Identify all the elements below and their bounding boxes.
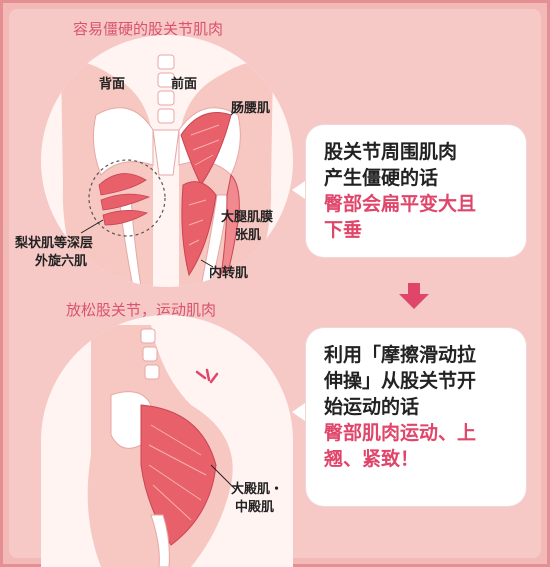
tfl-muscle bbox=[220, 173, 240, 276]
label-tfl-2: 张肌 bbox=[235, 228, 262, 243]
hip-muscles-drawing bbox=[61, 54, 273, 287]
callout-bottom: 利用「摩擦滑动拉 伸操」从股关节开 始运动的话 臀部肌肉运动、上 翘、紧致！ bbox=[306, 328, 526, 506]
label-front: 前面 bbox=[171, 77, 198, 92]
label-adductor: 内转肌 bbox=[209, 266, 249, 281]
deep-rotators-highlight bbox=[88, 159, 166, 237]
spine bbox=[152, 54, 180, 176]
pelvis-left bbox=[92, 107, 154, 176]
callout-top-line2: 产生僵硬的话 bbox=[324, 167, 439, 189]
callout-bottom-line3: 始运动的话 bbox=[324, 396, 420, 418]
leader-lines bbox=[80, 104, 242, 268]
callout-bottom-line5: 翘、紧致！ bbox=[324, 448, 420, 470]
label-iliopsoas: 肠腰肌 bbox=[231, 101, 271, 116]
label-gluteus-1: 大殿肌・ bbox=[231, 482, 284, 497]
arrow-down-icon bbox=[399, 283, 429, 309]
callout-top-tail bbox=[292, 179, 308, 201]
callout-bottom-line1: 利用「摩擦滑动拉 bbox=[324, 344, 477, 366]
hip-muscles-illustration bbox=[41, 35, 293, 287]
top-section-title: 容易僵硬的股关节肌肉 bbox=[73, 20, 224, 38]
label-back: 背面 bbox=[99, 77, 126, 92]
bottom-section-title: 放松股关节，运动肌肉 bbox=[66, 301, 217, 319]
gluteus-leader-line bbox=[210, 464, 237, 491]
gluteus-fibers bbox=[148, 424, 207, 521]
motion-lines-icon bbox=[195, 368, 219, 384]
gluteus-illustration bbox=[41, 315, 293, 567]
label-tfl-1: 大腿肌膜 bbox=[221, 210, 274, 225]
callout-top-line3: 臀部会扁平变大且 bbox=[324, 193, 477, 215]
callout-top-line1: 股关节周围肌肉 bbox=[324, 141, 458, 163]
label-gluteus-2: 中殿肌 bbox=[235, 500, 275, 515]
callout-bottom-line2: 伸操」从股关节开 bbox=[324, 370, 477, 392]
label-piriformis-2: 外旋六肌 bbox=[35, 254, 88, 269]
gluteus-muscle bbox=[140, 404, 217, 546]
side-femur bbox=[150, 514, 170, 567]
iliopsoas-muscle bbox=[180, 112, 232, 186]
deep-rotators bbox=[98, 173, 151, 226]
label-piriformis-1: 梨状肌等深层 bbox=[15, 236, 94, 251]
callout-bottom-line4: 臀部肌肉运动、上 bbox=[324, 422, 477, 444]
muscle-fibers bbox=[188, 124, 220, 246]
gluteus-drawing bbox=[87, 325, 237, 567]
callout-top-line4: 下垂 bbox=[324, 219, 363, 241]
callout-bottom-tail bbox=[292, 401, 308, 423]
callout-top: 股关节周围肌肉 产生僵硬的话 臀部会扁平变大且 下垂 bbox=[306, 125, 526, 257]
side-spine bbox=[140, 328, 160, 380]
